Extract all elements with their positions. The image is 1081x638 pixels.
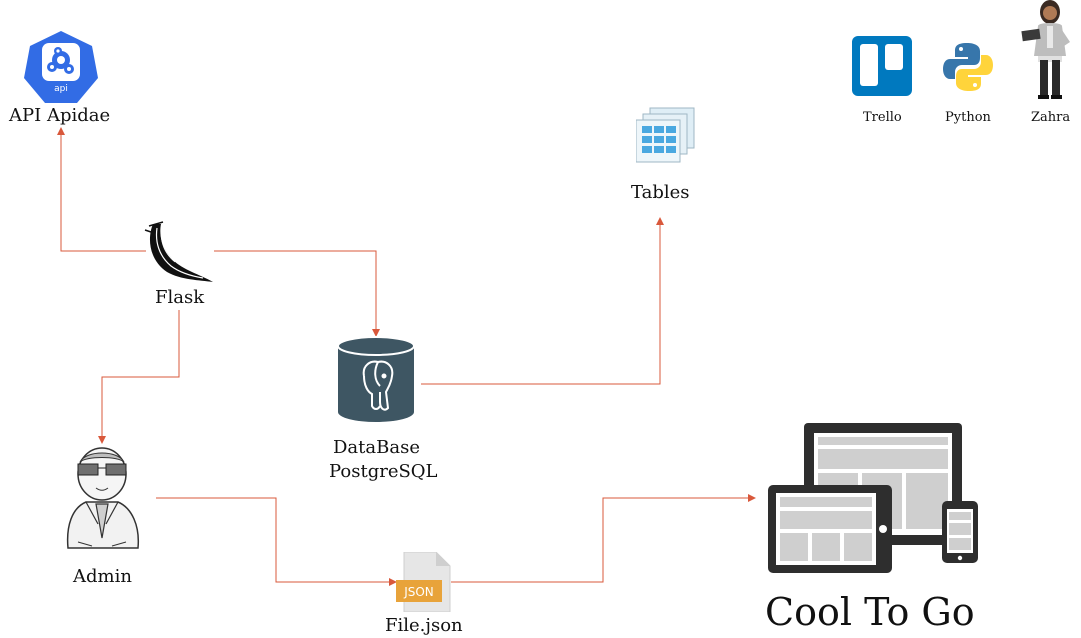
app-label: Cool To Go [765,590,975,634]
admin-node [62,446,142,552]
flask-node [143,220,215,286]
api-node: api [22,29,100,105]
json-file-icon: JSON [396,551,451,613]
database-label-line1: DataBase [333,437,420,458]
connector-database-to-tables [421,217,664,385]
connector-flask-to-database [214,250,380,337]
python-icon [943,43,993,91]
zahra-legend [1020,0,1076,100]
json-badge-text: JSON [403,585,434,599]
kubernetes-api-icon: api [24,31,98,103]
connector-flask-to-api [57,127,146,252]
connector-admin-to-file [156,497,397,586]
postgresql-database-icon [337,336,415,422]
person-with-laptop-icon [1021,0,1070,99]
json-file-node: JSON [396,551,452,613]
responsive-devices-icon [768,423,978,573]
connector-file-to-app [451,494,756,583]
trello-legend [852,36,912,96]
trello-label: Trello [863,110,902,125]
trello-icon [852,36,912,96]
tables-label: Tables [631,182,690,203]
api-badge-text: api [54,84,68,94]
tables-stack-icon [635,107,695,163]
database-label-line2: PostgreSQL [329,461,438,482]
database-node [336,336,416,424]
connector-flask-to-admin [98,310,180,444]
flask-horn-icon [144,221,213,282]
admin-user-icon [66,447,140,549]
admin-label: Admin [73,566,132,587]
tables-node [635,106,696,164]
zahra-label: Zahra [1031,110,1071,125]
file-json-label: File.json [385,615,463,636]
app-devices-node [768,423,980,575]
python-label: Python [945,110,991,125]
flask-label: Flask [155,287,205,308]
python-legend [942,41,994,93]
api-label: API Apidae [9,105,111,126]
